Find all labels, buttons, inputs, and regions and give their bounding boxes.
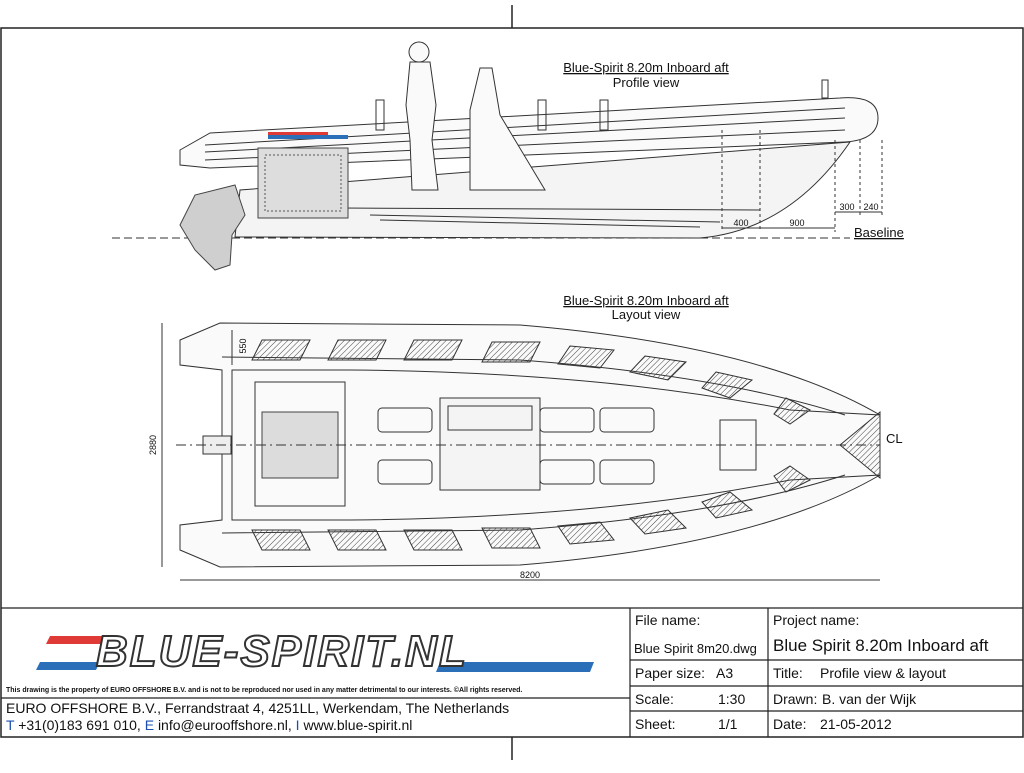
engine-detail [264,154,342,212]
date-label: Date: [773,716,807,732]
dim-label-8200: 8200 [520,570,540,580]
person-body [405,61,439,191]
console-screen [447,405,533,431]
dim-label-400: 400 [733,218,748,228]
seat-profile [599,99,609,131]
dim-label-240: 240 [863,202,878,212]
title-label: Title: [773,665,803,681]
console-profile [469,67,546,191]
scale-label: Scale: [635,691,674,707]
tube-inner-line [221,474,846,534]
ownership-note: This drawing is the property of EURO OFF… [6,687,523,694]
title-block [1,607,1023,737]
grip-pad [701,491,754,519]
grip-pad [327,339,387,361]
drawn-label: Drawn: [773,691,818,707]
date-value: 21-05-2012 [820,716,892,732]
hull-strake [339,207,761,211]
layout-subtitle: Layout view [612,307,681,322]
dim-label-550: 550 [238,338,248,353]
company-line: EURO OFFSHORE B.V., Ferrandstraat 4, 425… [6,700,510,716]
profile-view [112,41,883,271]
logo [36,636,594,672]
seat-top [539,459,595,485]
logo-blue-bar [36,662,100,670]
sheet-label: Sheet: [635,716,676,732]
file-name-value: Blue Spirit 8m20.dwg [634,641,757,656]
sterndrive [179,184,246,271]
baseline-label: Baseline [854,225,904,240]
grip-pad [773,397,811,425]
tube-profile [179,97,879,169]
grip-pad [557,345,615,369]
drawn-value: B. van der Wijk [822,691,917,707]
seat-top [599,407,655,433]
tube-inner-line [221,356,846,416]
project-name-value: Blue Spirit 8.20m Inboard aft [773,636,989,655]
phone-letter: T [6,717,15,733]
logo-blue-tail [436,662,594,672]
grip-pad [327,529,387,551]
email-address: info@eurooffshore.nl, [157,717,292,733]
paper-size-value: A3 [716,665,734,681]
grip-pads [251,339,811,551]
seat-top [377,459,433,485]
engine-block [257,147,349,219]
seat-top [377,407,433,433]
grip-pad [251,529,311,551]
grip-pad [403,339,463,361]
tube-stripe-red [268,132,328,135]
engine-bay [254,381,346,507]
sheet-value: 1/1 [718,716,738,732]
centerline-label: CL [886,431,903,446]
grip-pad [481,341,541,363]
bow-fitting [821,79,829,99]
console-top [439,397,541,491]
profile-title: Blue-Spirit 8.20m Inboard aft [563,60,729,75]
grip-pad [481,527,541,549]
seat-profile [537,99,547,131]
title-value: Profile view & layout [820,665,947,681]
person-head [408,41,430,63]
file-name-label: File name: [635,612,701,628]
layout-title: Blue-Spirit 8.20m Inboard aft [563,293,729,308]
phone-number: +31(0)183 691 010, [18,717,141,733]
dim-label-300: 300 [839,202,854,212]
logo-red-bar [46,636,110,644]
profile-subtitle: Profile view [613,75,680,90]
paper-size-label: Paper size: [635,665,706,681]
dim-label-2880: 2880 [148,435,158,455]
seat-top [599,459,655,485]
tube-line [204,117,846,153]
grip-pad [629,509,688,535]
grip-pad [251,339,311,361]
hull-strake [379,219,701,228]
web-letter: I [295,717,300,733]
seat-top [539,407,595,433]
email-letter: E [144,717,155,733]
web-address: www.blue-spirit.nl [303,717,413,733]
grip-pad [701,371,754,399]
scale-value: 1:30 [718,691,746,707]
tube-stripe-blue [268,135,348,139]
grip-pad [629,355,688,381]
logo-wordmark: BLUE-SPIRIT.NL [95,626,468,677]
seat-profile [375,99,385,131]
contact-line: T +31(0)183 691 010, E info@eurooffshore… [6,717,412,733]
grip-pad [773,465,811,493]
dim-label-900: 900 [789,218,804,228]
hull-strake [369,214,721,223]
project-name-label: Project name: [773,612,860,628]
grip-pad [403,529,463,551]
grip-pad [557,521,615,545]
